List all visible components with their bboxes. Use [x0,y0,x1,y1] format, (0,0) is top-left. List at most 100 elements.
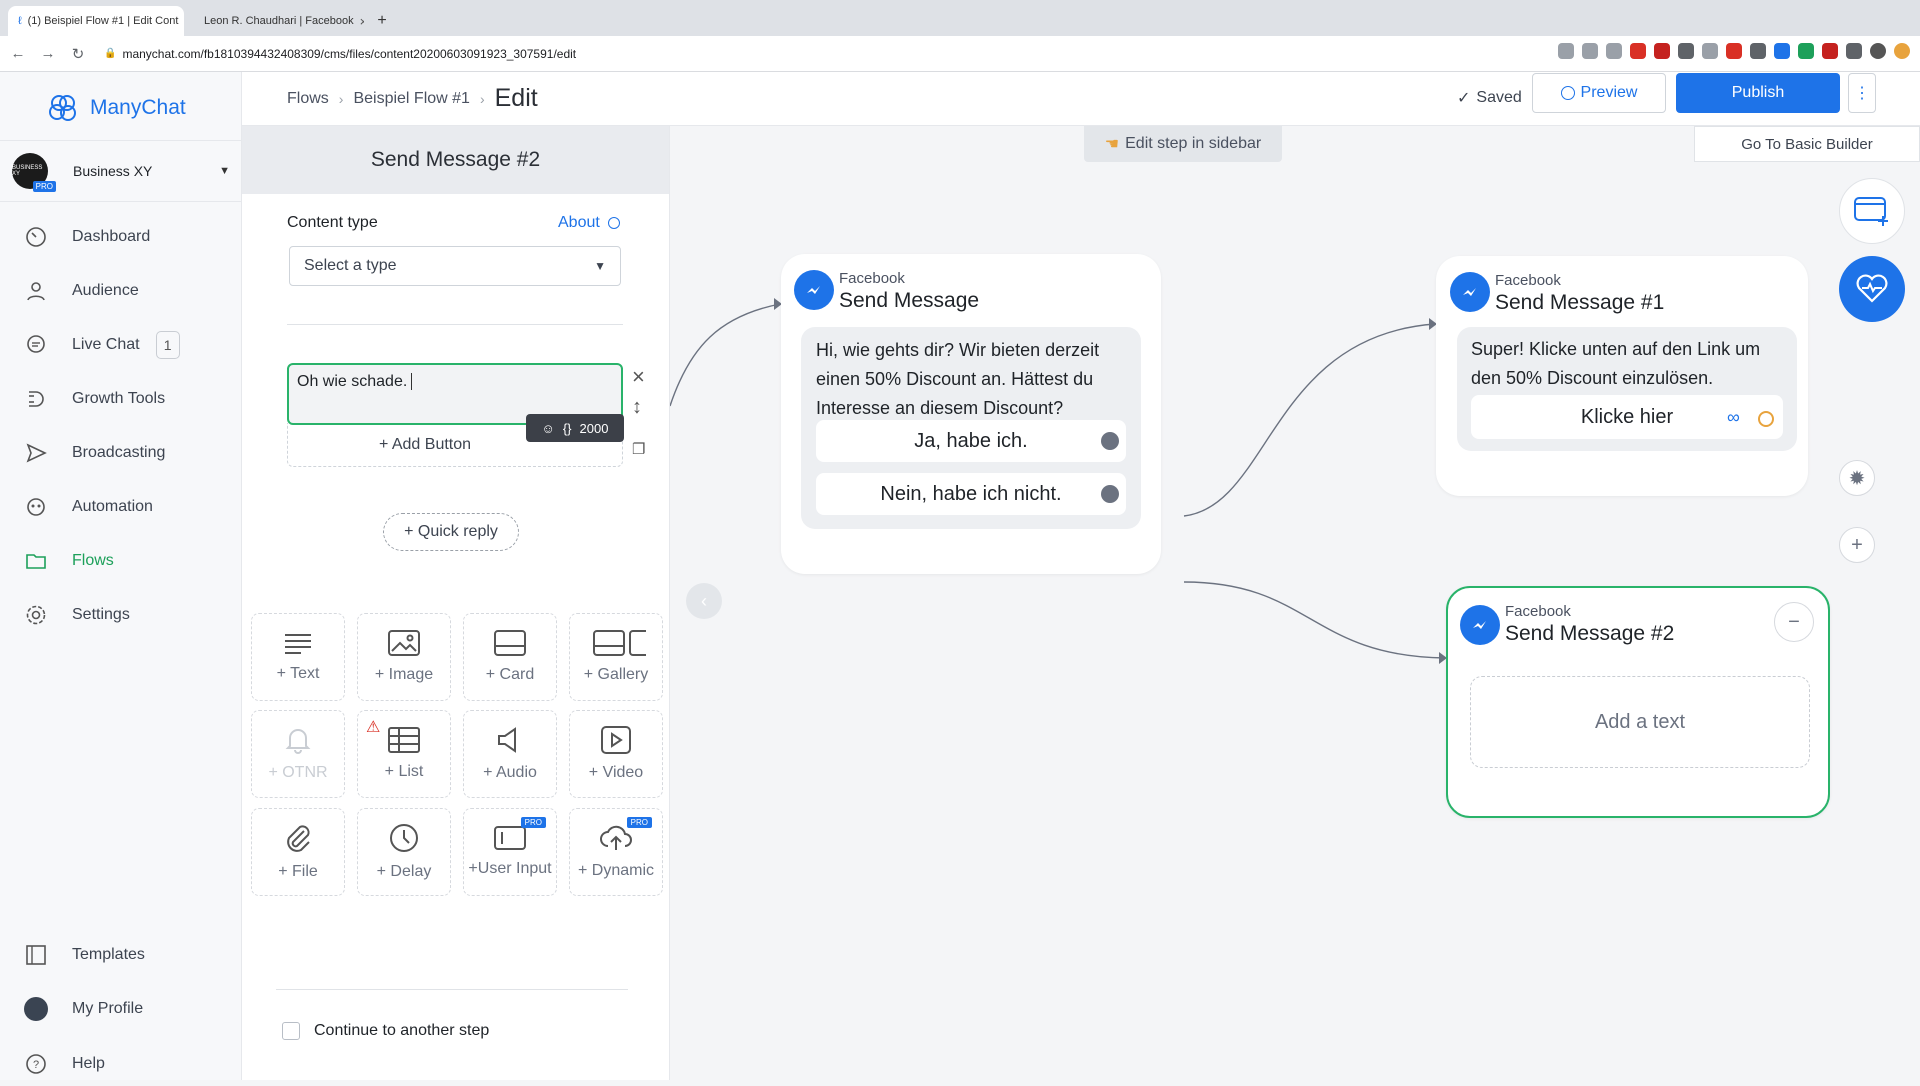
video-play-icon [601,726,631,754]
add-video-tile[interactable]: + Video [569,710,663,798]
text-lines-icon [285,634,311,654]
reading-list-icon[interactable] [1846,43,1862,59]
saved-label: Saved [1476,89,1522,106]
quick-reply-button[interactable]: + Quick reply [383,513,519,551]
browser-tab-facebook[interactable]: Leon R. Chaudhari | Facebook × [188,6,364,36]
connector-dot[interactable] [1101,432,1119,450]
magic-wand-icon[interactable]: ✹ [1839,460,1875,496]
select-value: Select a type [304,257,397,274]
more-options-icon[interactable]: ⋮ [1848,73,1876,113]
reply-button-yes[interactable]: Ja, habe ich. [816,420,1126,462]
list-icon [388,727,420,753]
add-otnr-tile[interactable]: + OTNR [251,710,345,798]
add-delay-tile[interactable]: + Delay [357,808,451,896]
sidebar-item-growth-tools[interactable]: Growth Tools [0,377,242,421]
close-tab-icon[interactable]: × [359,13,364,29]
zoom-icon[interactable] [1582,43,1598,59]
reload-icon[interactable]: ↻ [71,45,85,63]
add-button-button[interactable]: + Add Button [287,423,623,467]
chrome-menu-icon[interactable] [1894,43,1910,59]
new-tab-button[interactable]: + [377,12,387,29]
continue-step-option[interactable]: Continue to another step [282,1022,489,1040]
brand-logo[interactable]: ManyChat [46,78,186,138]
extension-icon[interactable] [1774,43,1790,59]
breadcrumb-flows[interactable]: Flows [287,89,329,107]
add-list-tile[interactable]: ⚠ + List [357,710,451,798]
add-card-tile[interactable]: + Card [463,613,557,701]
sidebar-item-dashboard[interactable]: Dashboard [0,215,242,259]
browser-tab-active[interactable]: ℓ (1) Beispiel Flow #1 | Edit Cont × [8,6,184,36]
about-link[interactable]: About [558,214,621,232]
add-step-button[interactable] [1839,178,1905,244]
connector-dot[interactable] [1101,485,1119,503]
robot-icon [24,495,48,519]
reply-button-no[interactable]: Nein, habe ich nicht. [816,473,1126,515]
message-text: Super! Klicke unten auf den Link um den … [1471,339,1761,388]
extension-icon[interactable] [1654,43,1670,59]
sidebar-item-settings[interactable]: Settings [0,593,242,637]
char-counter: ☺ {} 2000 [526,414,624,442]
flow-node-send-message-1[interactable]: Facebook Send Message #1 Super! Klicke u… [1436,256,1808,496]
sidebar-item-automation[interactable]: Automation [0,485,242,529]
plus-icon[interactable]: + [1839,527,1875,563]
go-to-basic-builder-button[interactable]: Go To Basic Builder [1694,126,1920,162]
node-title: Send Message #1 [1495,291,1665,314]
sidebar-item-live-chat[interactable]: Live Chat 1 [0,323,242,367]
variable-braces-icon[interactable]: {} [562,420,572,436]
flow-node-send-message[interactable]: Facebook Send Message Hi, wie gehts dir?… [781,254,1161,574]
add-text-placeholder[interactable]: Add a text [1470,676,1810,768]
extension-icon[interactable] [1750,43,1766,59]
content-type-select[interactable]: Select a type ▼ [289,246,621,286]
breadcrumb-flow[interactable]: Beispiel Flow #1 [353,89,470,107]
sidebar-item-audience[interactable]: Audience [0,269,242,313]
sidebar-item-help[interactable]: ? Help [0,1042,242,1086]
sidebar-item-templates[interactable]: Templates [0,933,242,977]
collapse-panel-button[interactable]: ‹ [686,583,722,619]
sidebar-item-label: Settings [72,606,130,623]
sidebar-item-flows[interactable]: Flows [0,539,242,583]
emoji-icon[interactable]: ☺ [541,420,555,436]
duplicate-icon[interactable]: ❐ [632,441,646,458]
clock-icon [390,824,418,852]
forward-icon[interactable]: → [40,45,56,62]
link-button[interactable]: Klicke hier [1471,395,1783,439]
health-check-button[interactable] [1839,256,1905,322]
flow-canvas[interactable]: ☚ Edit step in sidebar Go To Basic Build… [670,126,1920,1080]
extension-icon[interactable] [1822,43,1838,59]
add-image-tile[interactable]: + Image [357,613,451,701]
divider [276,989,628,990]
close-icon[interactable]: × [632,364,645,389]
continue-checkbox[interactable] [282,1022,300,1040]
sidebar-item-label: Templates [72,946,145,963]
translate-icon[interactable] [1558,43,1574,59]
flow-node-send-message-2[interactable]: Facebook Send Message #2 − Add a text [1446,586,1830,818]
add-file-tile[interactable]: + File [251,808,345,896]
extension-icon[interactable] [1630,43,1646,59]
add-text-tile[interactable]: + Text [251,613,345,701]
magnet-icon [24,387,48,411]
minus-icon[interactable]: − [1774,602,1814,642]
add-dynamic-tile[interactable]: PRO + Dynamic [569,808,663,896]
tile-label: +User Input [468,860,552,877]
account-switcher[interactable]: BUSINESS XY PRO Business XY ▼ [0,140,242,202]
sidebar-item-my-profile[interactable]: My Profile [0,987,242,1031]
add-user-input-tile[interactable]: PRO +User Input [463,808,557,896]
extension-icon[interactable] [1798,43,1814,59]
extension-icon[interactable] [1726,43,1742,59]
image-icon [388,630,420,656]
sidebar-item-label: My Profile [72,1000,144,1017]
reorder-icon[interactable]: ↕ [632,396,642,418]
url-field[interactable]: 🔒 manychat.com/fb181039443240830­9/cms/f… [104,47,576,61]
star-icon[interactable] [1606,43,1622,59]
back-icon[interactable]: ← [10,45,26,62]
chevron-right-icon: › [338,90,344,107]
extension-icon[interactable] [1678,43,1694,59]
sidebar: ManyChat BUSINESS XY PRO Business XY ▼ D… [0,72,242,1080]
sidebar-item-broadcasting[interactable]: Broadcasting [0,431,242,475]
add-audio-tile[interactable]: + Audio [463,710,557,798]
preview-button[interactable]: Preview [1532,73,1666,113]
extension-icon[interactable] [1702,43,1718,59]
add-gallery-tile[interactable]: + Gallery [569,613,663,701]
profile-avatar-icon[interactable] [1870,43,1886,59]
publish-button[interactable]: Publish [1676,73,1840,113]
